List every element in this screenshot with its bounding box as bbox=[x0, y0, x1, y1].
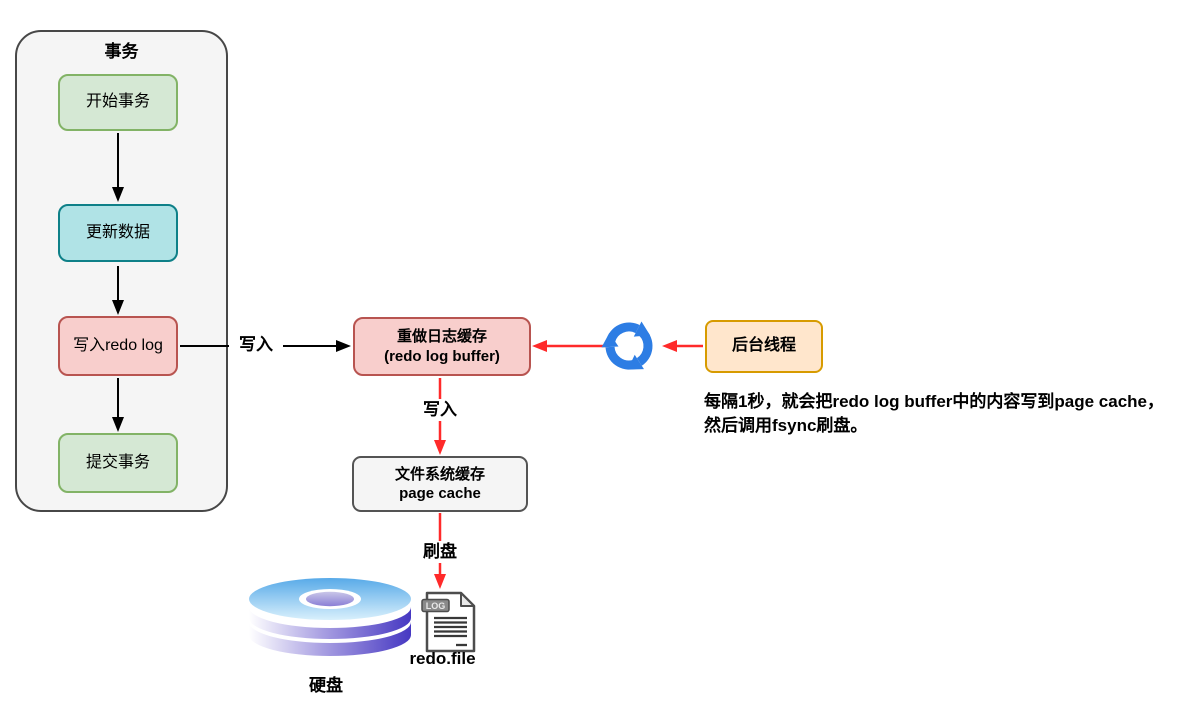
note-text: 每隔1秒，就会把redo log buffer中的内容写到page cache，… bbox=[704, 390, 1164, 438]
node-begin-transaction-label: 开始事务 bbox=[85, 93, 150, 111]
node-commit-transaction: 提交事务 bbox=[58, 433, 178, 493]
edge-label-write-to-cache: 写入 bbox=[415, 399, 465, 421]
node-update-data: 更新数据 bbox=[58, 204, 178, 262]
background-thread-label: 后台线程 bbox=[731, 337, 796, 355]
redo-log-buffer-line1: 重做日志缓存 bbox=[396, 328, 487, 345]
transaction-group-title: 事务 bbox=[104, 42, 139, 61]
edge-label-write-to-buffer: 写入 bbox=[229, 334, 283, 356]
note-line2: 然后调用fsync刷盘。 bbox=[704, 416, 868, 435]
note-line1: 每隔1秒，就会把redo log buffer中的内容写到page cache， bbox=[704, 392, 1164, 411]
node-update-data-label: 更新数据 bbox=[85, 223, 150, 241]
node-write-redo-log: 写入redo log bbox=[58, 316, 178, 376]
hard-disk-icon bbox=[249, 578, 411, 656]
log-badge bbox=[421, 598, 450, 613]
edge-label-flush-disk: 刷盘 bbox=[415, 541, 465, 563]
node-page-cache: 文件系统缓存 page cache bbox=[352, 456, 528, 512]
page-cache-line1: 文件系统缓存 bbox=[394, 465, 485, 483]
file-text-lines bbox=[434, 616, 467, 647]
log-file-icon: LOG bbox=[421, 591, 476, 653]
redo-file-label: redo.file bbox=[409, 649, 476, 668]
node-redo-log-buffer: 重做日志缓存 (redo log buffer) bbox=[353, 317, 531, 376]
log-badge-text: LOG bbox=[426, 601, 446, 611]
node-begin-transaction: 开始事务 bbox=[58, 74, 178, 131]
redo-log-buffer-line2: (redo log buffer) bbox=[384, 347, 500, 365]
node-background-thread: 后台线程 bbox=[705, 320, 823, 373]
hard-disk-label: 硬盘 bbox=[309, 676, 343, 695]
sync-refresh-icon bbox=[601, 321, 653, 370]
node-commit-transaction-label: 提交事务 bbox=[85, 453, 150, 471]
node-write-redo-log-label: 写入redo log bbox=[73, 336, 163, 354]
page-cache-line2: page cache bbox=[399, 485, 481, 502]
